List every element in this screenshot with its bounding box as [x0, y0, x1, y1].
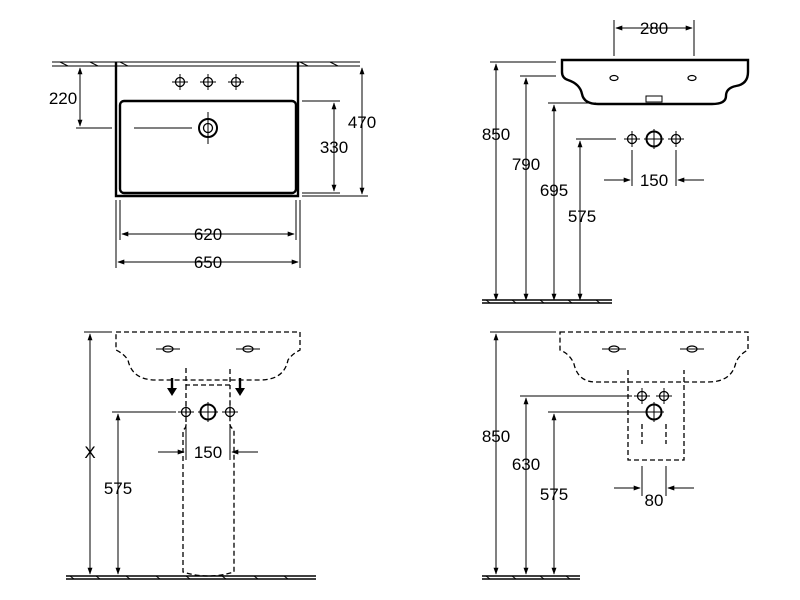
pedestal-column-dashed	[182, 385, 235, 577]
dim-220-label: 220	[49, 89, 77, 108]
dim-150-label: 150	[194, 443, 222, 462]
dim-630-label: 630	[512, 455, 540, 474]
side-pedestal-view: 850 630 575 80	[482, 331, 749, 580]
tap-hole-icon	[227, 73, 245, 91]
side-view: 280 850 790 695 575 150	[482, 19, 750, 304]
pedestal-side-dashed	[627, 370, 685, 461]
supply-connection-icon	[667, 130, 685, 148]
supply-connection-icon	[623, 130, 641, 148]
floor-line	[66, 575, 316, 580]
wall-line	[52, 61, 360, 67]
supply-connection-icon	[655, 387, 673, 405]
basin-outline	[114, 62, 300, 198]
supply-connection-icon	[177, 403, 195, 421]
dim-x-label: X	[84, 443, 95, 462]
dim-575-label: 575	[104, 479, 132, 498]
arrow-down-icon	[167, 388, 177, 396]
tap-hole-icon	[171, 73, 189, 91]
bowl-outline	[118, 99, 298, 195]
dim-620-label: 620	[194, 225, 222, 244]
floor-line	[482, 299, 612, 304]
dim-470-label: 470	[348, 113, 376, 132]
dim-850-label: 850	[482, 427, 510, 446]
floor-line	[482, 575, 580, 580]
dim-330-label: 330	[320, 138, 348, 157]
dim-280-label: 280	[640, 19, 668, 38]
top-view: 220 330 470 620 650	[49, 61, 376, 272]
supply-connection-icon	[221, 403, 239, 421]
pedestal-top-dashed	[185, 368, 231, 386]
dim-575-label: 575	[540, 485, 568, 504]
dim-575-label: 575	[568, 207, 596, 226]
dim-695-label: 695	[540, 181, 568, 200]
dim-80-label: 80	[645, 491, 664, 510]
basin-outline-dashed	[115, 331, 301, 381]
basin-profile	[560, 58, 750, 106]
dim-650-label: 650	[194, 253, 222, 272]
tap-hole-icon	[199, 73, 217, 91]
dim-790-label: 790	[512, 155, 540, 174]
arrow-down-icon	[235, 388, 245, 396]
dim-850-label: 850	[482, 125, 510, 144]
basin-outline-dashed	[559, 331, 749, 383]
dim-150-label: 150	[640, 171, 668, 190]
supply-connection-icon	[633, 387, 651, 405]
front-pedestal-view: X 575 150	[66, 331, 316, 580]
